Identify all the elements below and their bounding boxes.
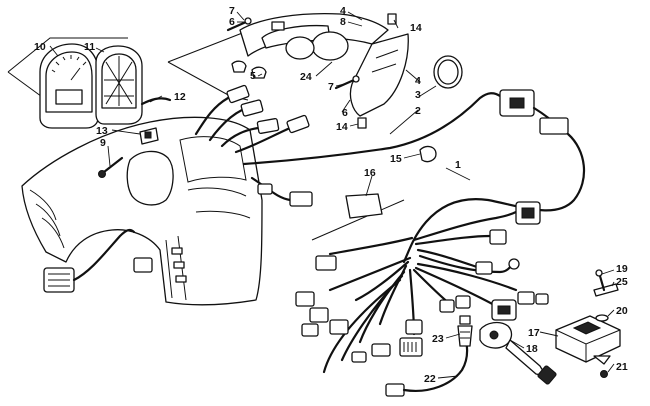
control-module-17[interactable] (555, 315, 621, 363)
callout-3: 3 (415, 89, 421, 101)
bracket-25[interactable] (593, 269, 619, 297)
retaining-ring-inner (437, 59, 459, 85)
headlight-side-cover[interactable] (349, 33, 409, 117)
hood-vents (171, 247, 187, 283)
callout-16: 16 (364, 167, 376, 179)
callout-4-side: 4 (415, 75, 421, 87)
screw-upper[interactable] (226, 17, 252, 32)
retainer-clip-upper (271, 21, 285, 31)
headlight-housing-upper[interactable] (239, 13, 389, 61)
callout-13: 13 (96, 125, 108, 137)
headlight-pigtail-wires (194, 96, 292, 154)
gauge-lcd-display (55, 89, 83, 105)
callout-6-lower: 6 (342, 107, 348, 119)
callout-7-lower: 7 (328, 81, 334, 93)
main-harness-1 (402, 132, 586, 264)
gauge-tick-marks (51, 55, 87, 73)
harness-1-connectors[interactable] (295, 201, 549, 397)
foam-pad-16[interactable] (311, 193, 405, 241)
speedometer-gauge[interactable] (39, 43, 99, 129)
hood-connector-left[interactable] (43, 228, 136, 293)
callout-21: 21 (616, 361, 628, 373)
callout-15: 15 (390, 153, 402, 165)
callout-17: 17 (528, 327, 540, 339)
clip-upper[interactable] (387, 13, 397, 25)
headlight-bulb-right (285, 36, 315, 60)
callout-23: 23 (432, 333, 444, 345)
nut-21[interactable] (593, 355, 611, 378)
callout-8: 8 (340, 16, 346, 28)
callout-10: 10 (34, 41, 46, 53)
clip-lower[interactable] (357, 117, 367, 129)
callout-14-top: 14 (410, 22, 422, 34)
harness-2-end-connector[interactable] (539, 117, 569, 135)
callout-2: 2 (415, 105, 421, 117)
gauge-needle (70, 67, 81, 81)
hood-connector-small[interactable] (133, 257, 153, 273)
callout-18: 18 (526, 343, 538, 355)
callout-14-lower: 14 (336, 121, 348, 133)
callout-4-top: 4 (340, 5, 346, 17)
callout-20: 20 (616, 305, 628, 317)
callout-24: 24 (300, 71, 312, 83)
headlight-bulb-left (311, 31, 349, 61)
callout-6-top: 6 (229, 16, 235, 28)
callout-22: 22 (424, 373, 436, 385)
sensor-23[interactable] (457, 315, 473, 347)
harness-2-main-connector[interactable] (499, 89, 535, 117)
harness-2-connector-b[interactable] (257, 183, 273, 195)
callout-19: 19 (616, 263, 628, 275)
harness-clip-15[interactable] (419, 145, 437, 163)
callout-11: 11 (84, 41, 95, 53)
bulb-socket-pair[interactable] (231, 60, 267, 79)
headlight-connectors[interactable] (226, 84, 310, 134)
harness-22-wire (402, 338, 469, 392)
harness-lower-branch (250, 176, 292, 202)
callout-labels: 1 2 3 4 4 5 6 6 7 7 8 9 10 11 12 13 14 1… (34, 5, 628, 385)
hood-housing[interactable] (21, 116, 263, 306)
callout-12: 12 (174, 91, 186, 103)
callout-5: 5 (250, 70, 256, 82)
harness-2-connector-a[interactable] (289, 191, 313, 207)
leader-lines (49, 11, 615, 379)
harness-2 (242, 92, 502, 166)
callout-7-top: 7 (229, 5, 235, 17)
screw-9[interactable] (98, 156, 124, 178)
bracket-13[interactable] (139, 127, 159, 145)
gauge-back-housing[interactable] (95, 45, 143, 125)
washer-20[interactable] (595, 314, 609, 322)
hood-instrument-cutout (126, 150, 174, 206)
screw-lower[interactable] (334, 75, 360, 90)
callout-9: 9 (100, 137, 106, 149)
callout-25: 25 (616, 276, 628, 288)
callout-1: 1 (455, 159, 461, 171)
ignition-key-18[interactable] (479, 321, 557, 385)
